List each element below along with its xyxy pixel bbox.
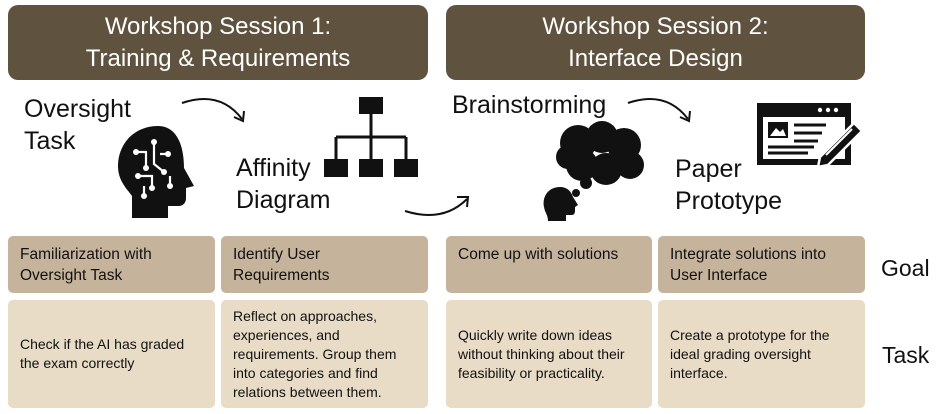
goal-box-2: Identify User Requirements [221, 236, 428, 293]
goal-box-1: Familiarization with Oversight Task [8, 236, 215, 293]
session-1-header: Workshop Session 1: Training & Requireme… [8, 5, 428, 80]
session-2-header: Workshop Session 2: Interface Design [446, 5, 865, 80]
goal-text: Come up with solutions [458, 246, 619, 263]
task-box-1: Check if the AI has graded the exam corr… [8, 300, 215, 408]
stage-affinity-diagram-label: Affinity Diagram [236, 154, 331, 214]
session-1-title: Workshop Session 1: [104, 12, 332, 40]
task-box-2: Reflect on approaches, experiences, and … [221, 300, 428, 408]
task-text: Reflect on approaches, experiences, and … [233, 307, 397, 400]
goal-box-3: Come up with solutions [446, 236, 652, 293]
goal-text: Familiarization with Oversight Task [20, 246, 152, 284]
arrow-icon [181, 98, 245, 123]
arrow-icon [627, 98, 691, 123]
goal-box-4: Integrate solutions into User Interface [658, 236, 865, 293]
goal-row-label: Goal [881, 255, 930, 281]
goal-text: Identify User Requirements [233, 246, 330, 284]
goal-text: Integrate solutions into User Interface [670, 246, 826, 284]
task-row-label: Task [882, 342, 930, 368]
session-2-subtitle: Interface Design [568, 44, 743, 72]
thought-bubble-head-icon [543, 121, 644, 221]
task-box-3: Quickly write down ideas without thinkin… [446, 300, 652, 408]
head-circuit-icon [118, 126, 194, 218]
task-text: Check if the AI has graded the exam corr… [20, 336, 185, 371]
arrow-icon [404, 196, 470, 216]
hierarchy-icon [324, 97, 418, 177]
session-1-subtitle: Training & Requirements [85, 44, 351, 72]
task-text: Quickly write down ideas without thinkin… [458, 326, 625, 381]
stage-paper-prototype-label: Paper Prototype [675, 155, 783, 215]
stage-brainstorming-label: Brainstorming [452, 91, 607, 119]
task-text: Create a prototype for the ideal grading… [670, 326, 830, 381]
browser-pencil-icon [757, 103, 864, 169]
session-2-title: Workshop Session 2: [542, 12, 769, 40]
task-box-4: Create a prototype for the ideal grading… [658, 300, 865, 408]
stage-oversight-task-label: Oversight Task [24, 95, 131, 155]
